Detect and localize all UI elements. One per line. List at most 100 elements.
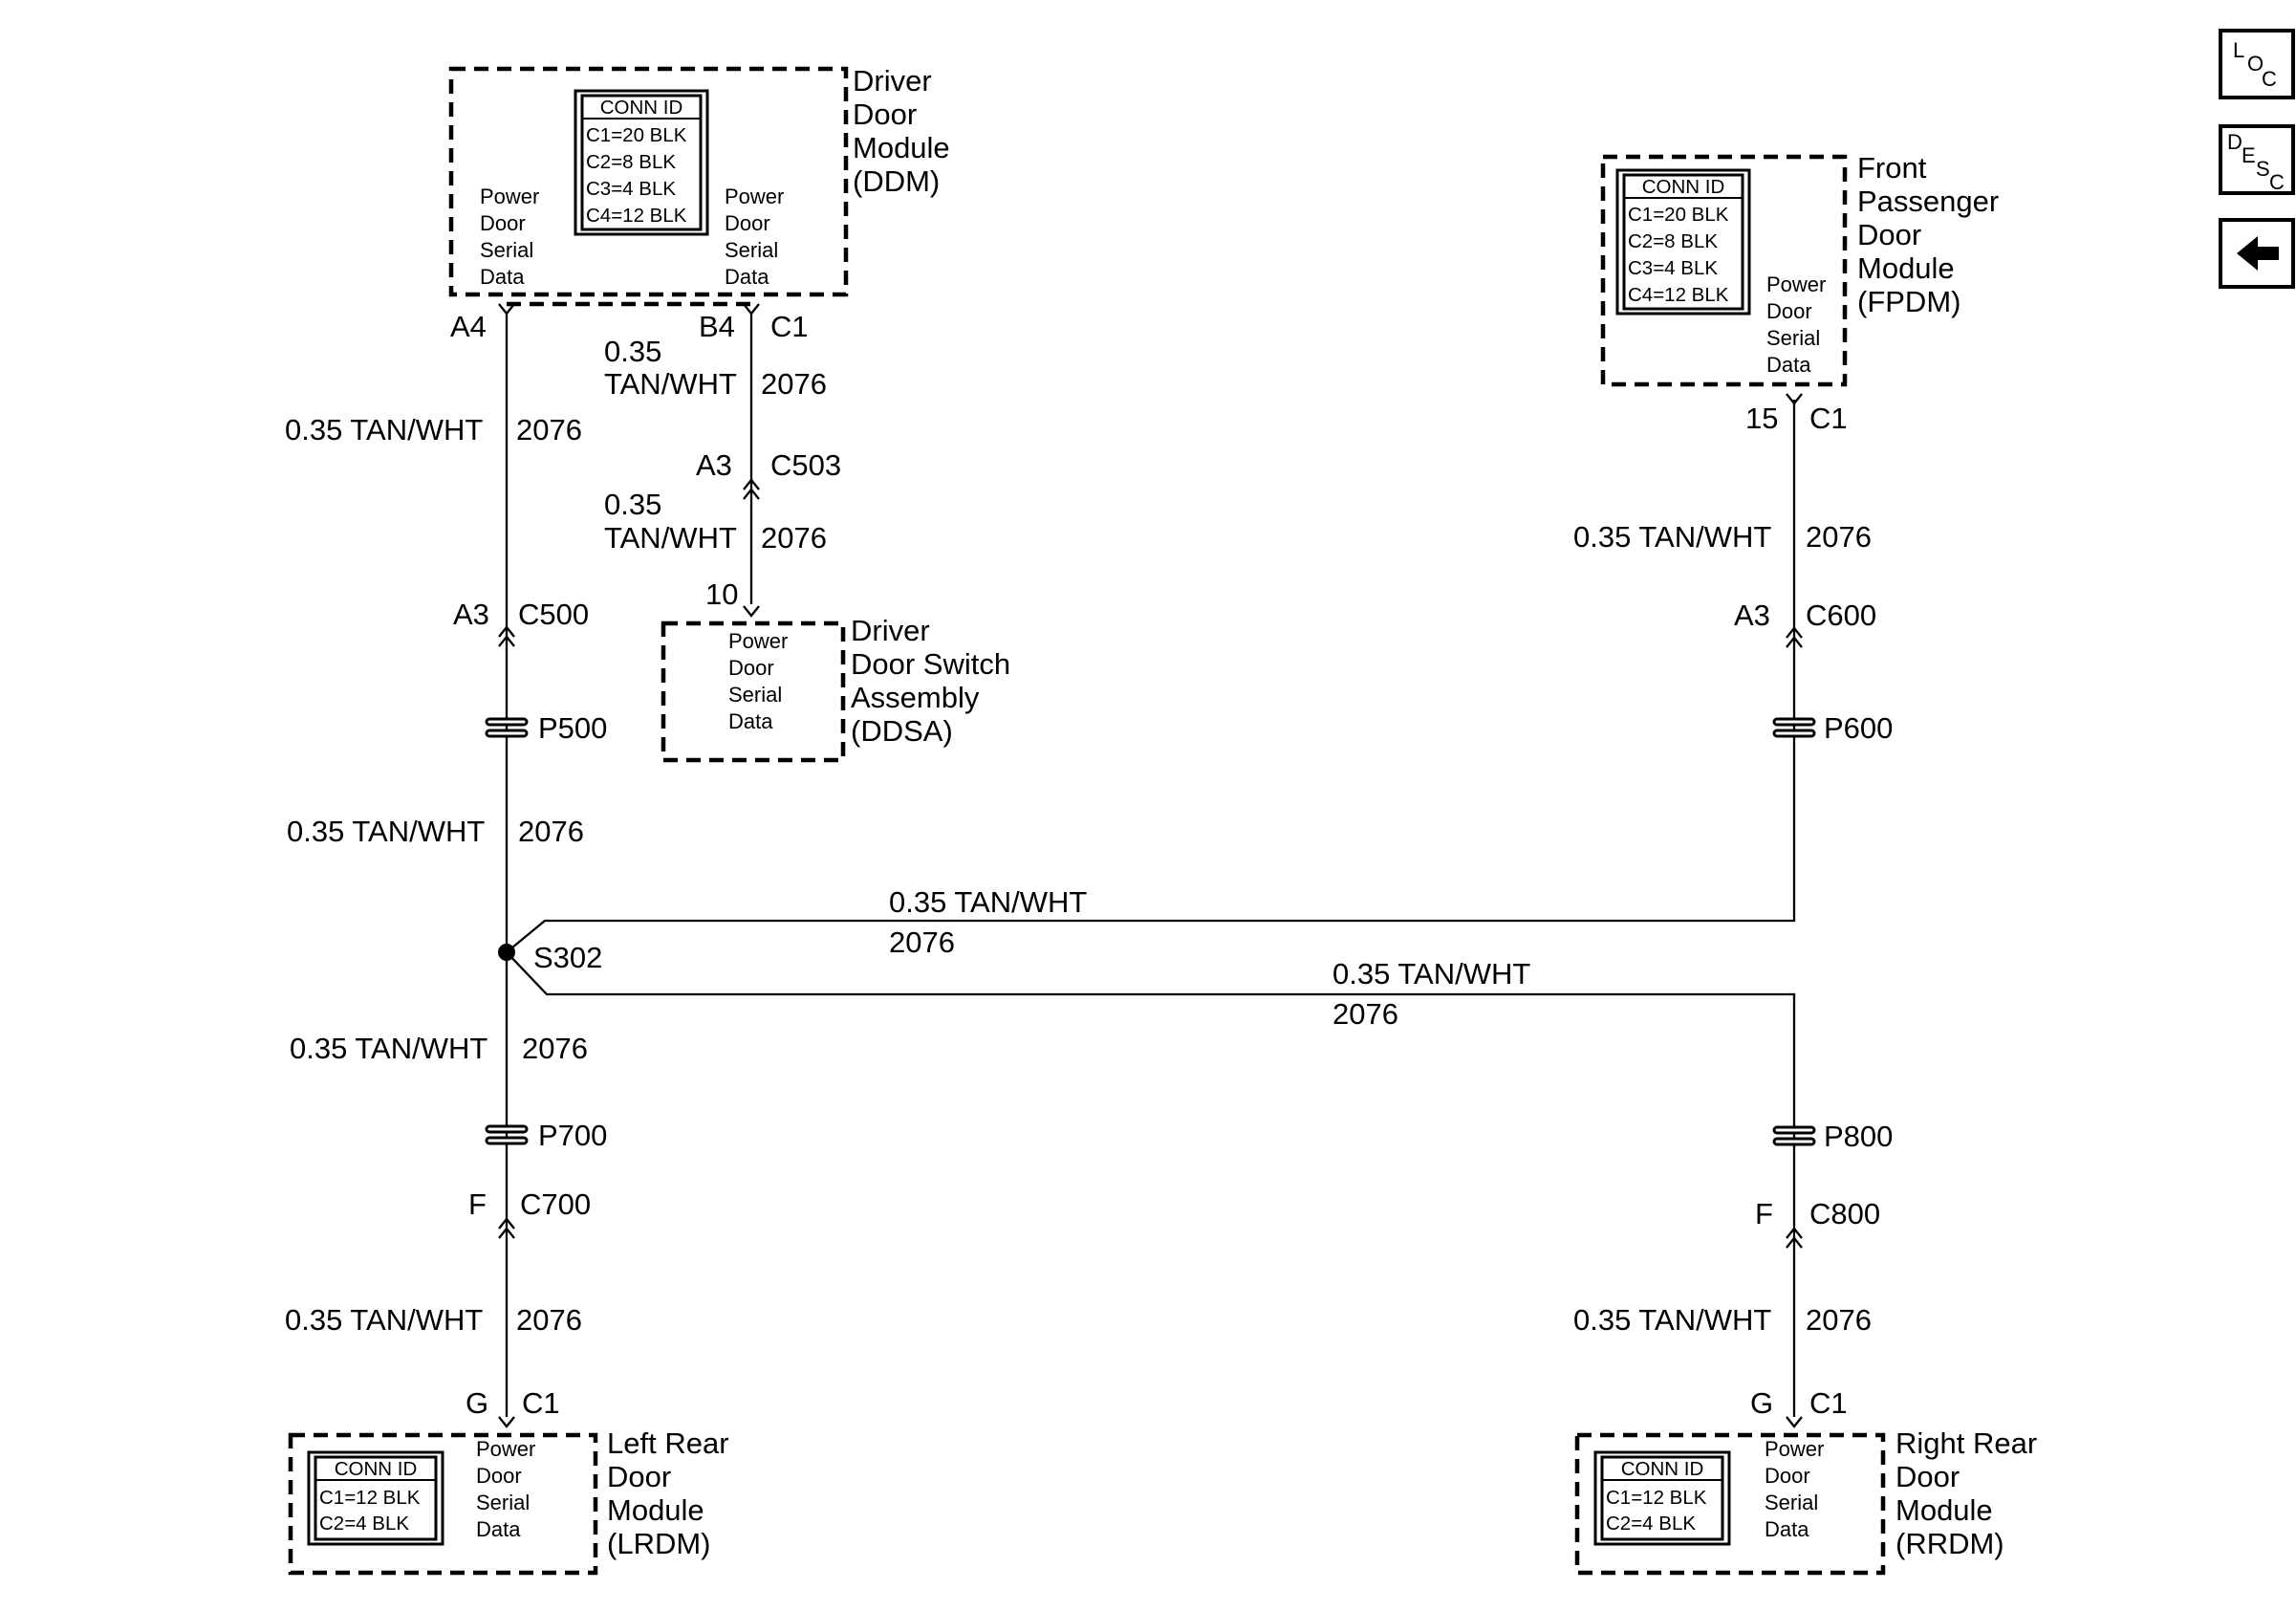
fpdm-conn-id-title: CONN ID: [1642, 176, 1725, 198]
p600-label: P600: [1824, 711, 1893, 745]
wire-label-2-color: TAN/WHT: [604, 367, 737, 401]
connector-c500: A3 C500: [453, 598, 589, 647]
rrdm-terminal: [1786, 1416, 1803, 1428]
svg-text:Door: Door: [480, 211, 526, 235]
wire-s302-to-rrdm: [506, 951, 1796, 1417]
circuit-label-6: 2076: [516, 1303, 582, 1337]
circuit-label-7: 2076: [1806, 520, 1872, 554]
splice-s302-dot: [498, 944, 515, 961]
fpdm-pin: 15: [1745, 402, 1778, 435]
svg-text:Left Rear: Left Rear: [607, 1426, 729, 1460]
wires: [498, 312, 1796, 1417]
ddm-conn-id-title: CONN ID: [600, 97, 683, 119]
wire-label-7: 0.35 TAN/WHT: [1573, 520, 1771, 554]
ddm-pin-b4: B4: [699, 310, 735, 343]
ddm-pin-a4: A4: [450, 310, 487, 343]
svg-text:Assembly: Assembly: [851, 681, 980, 714]
svg-text:Door: Door: [853, 98, 917, 131]
circuit-label-5: 2076: [522, 1032, 588, 1065]
ddsa-terminal: [743, 605, 760, 618]
ddsa-pin-desc: Power Door Serial Data: [728, 629, 788, 733]
ddm-conn-id-1: C1=20 BLK: [586, 124, 687, 146]
lrdm-conn-id-title: CONN ID: [335, 1458, 418, 1480]
svg-text:Right Rear: Right Rear: [1895, 1426, 2037, 1460]
c800-pin: F: [1755, 1197, 1773, 1230]
lrdm-name: Left Rear Door Module (LRDM): [607, 1426, 729, 1560]
svg-text:Door: Door: [1895, 1460, 1960, 1493]
svg-text:Power: Power: [1766, 272, 1826, 296]
svg-text:Serial: Serial: [1765, 1491, 1818, 1514]
driver-door-module: CONN ID C1=20 BLK C2=8 BLK C3=4 BLK C4=1…: [448, 64, 950, 343]
connector-c800: F C800: [1755, 1197, 1880, 1249]
svg-text:Door: Door: [728, 656, 774, 680]
fpdm-connector: C1: [1809, 402, 1848, 435]
svg-text:L: L: [2233, 38, 2244, 62]
c800-name: C800: [1809, 1197, 1880, 1230]
wire-s302-to-fpdm: [506, 400, 1796, 953]
svg-text:Serial: Serial: [1766, 326, 1820, 350]
rrdm-pin-desc: Power Door Serial Data: [1765, 1437, 1824, 1541]
svg-text:C: C: [2269, 170, 2285, 194]
circuit-label-rrdm-branch: 2076: [1332, 997, 1398, 1031]
lrdm-conn-id-1: C1=12 BLK: [319, 1487, 421, 1509]
svg-text:Module: Module: [853, 131, 950, 164]
svg-text:E: E: [2242, 143, 2256, 167]
ddm-conn-id-3: C3=4 BLK: [586, 178, 676, 200]
rrdm-conn-id-2: C2=4 BLK: [1606, 1513, 1696, 1535]
svg-text:Power: Power: [476, 1437, 535, 1461]
svg-text:Door: Door: [725, 211, 770, 235]
rrdm-connector: C1: [1809, 1386, 1848, 1420]
lrdm-terminal: [498, 1416, 515, 1428]
driver-door-switch-assembly: 10 Power Door Serial Data Driver Door Sw…: [661, 577, 1010, 763]
lrdm-pin: G: [466, 1386, 488, 1420]
svg-text:Data: Data: [1766, 353, 1811, 377]
circuit-label-2: 2076: [761, 367, 827, 401]
front-passenger-door-module: CONN ID C1=20 BLK C2=8 BLK C3=4 BLK C4=1…: [1600, 151, 1999, 435]
svg-text:Serial: Serial: [725, 238, 778, 262]
back-button[interactable]: [2219, 218, 2295, 289]
circuit-label-fpdm-branch: 2076: [889, 925, 955, 959]
connector-c503: A3 C503: [696, 448, 841, 500]
rrdm-conn-id-table: CONN ID C1=12 BLK C2=4 BLK: [1593, 1450, 1731, 1546]
c600-name: C600: [1806, 599, 1876, 632]
wire-label-3-size: 0.35: [604, 488, 661, 521]
c500-pin: A3: [453, 598, 489, 631]
splice-s302-label: S302: [533, 941, 602, 974]
svg-text:Door Switch: Door Switch: [851, 647, 1010, 681]
c700-pin: F: [468, 1187, 487, 1221]
ddsa-name: Driver Door Switch Assembly (DDSA): [851, 614, 1010, 748]
svg-text:Power: Power: [728, 629, 788, 653]
ddsa-box: [661, 620, 846, 763]
ddm-box: [448, 66, 849, 297]
svg-text:O: O: [2247, 52, 2264, 76]
left-arrow-icon: [2237, 236, 2279, 271]
svg-text:Door: Door: [476, 1464, 522, 1488]
ddm-pin-b4-desc: Power Door Serial Data: [725, 185, 784, 289]
lrdm-connector: C1: [522, 1386, 560, 1420]
fpdm-name: Front Passenger Door Module (FPDM): [1857, 151, 1999, 318]
left-rear-door-module: G C1 CONN ID C1=12 BLK C2=4 BLK Power Do…: [288, 1386, 729, 1576]
p700-label: P700: [538, 1119, 607, 1152]
ddm-conn-id-table: CONN ID C1=20 BLK C2=8 BLK C3=4 BLK C4=1…: [574, 89, 709, 236]
lrdm-pin-desc: Power Door Serial Data: [476, 1437, 535, 1541]
fpdm-conn-id-3: C3=4 BLK: [1628, 257, 1718, 279]
connector-c600: A3 C600: [1734, 599, 1876, 648]
wire-label-3-color: TAN/WHT: [604, 521, 737, 555]
description-button[interactable]: D E S C: [2219, 124, 2295, 195]
ddm-conn-id-2: C2=8 BLK: [586, 151, 676, 173]
wire-label-rrdm-branch: 0.35 TAN/WHT: [1332, 957, 1530, 991]
wire-label-6: 0.35 TAN/WHT: [285, 1303, 483, 1337]
svg-text:C: C: [2262, 67, 2277, 91]
pass-through-p600: P600: [1772, 711, 1893, 745]
c503-pin: A3: [696, 448, 732, 482]
svg-text:Driver: Driver: [853, 64, 932, 98]
location-button[interactable]: L O C: [2219, 29, 2295, 99]
svg-text:Power: Power: [480, 185, 539, 208]
c503-name: C503: [770, 448, 841, 482]
svg-text:Door: Door: [1765, 1464, 1810, 1488]
ddm-conn-id-4: C4=12 BLK: [586, 205, 687, 227]
svg-text:S: S: [2256, 157, 2270, 181]
svg-text:Serial: Serial: [728, 683, 782, 707]
svg-text:Door: Door: [1766, 299, 1812, 323]
svg-text:Module: Module: [1895, 1493, 1993, 1527]
